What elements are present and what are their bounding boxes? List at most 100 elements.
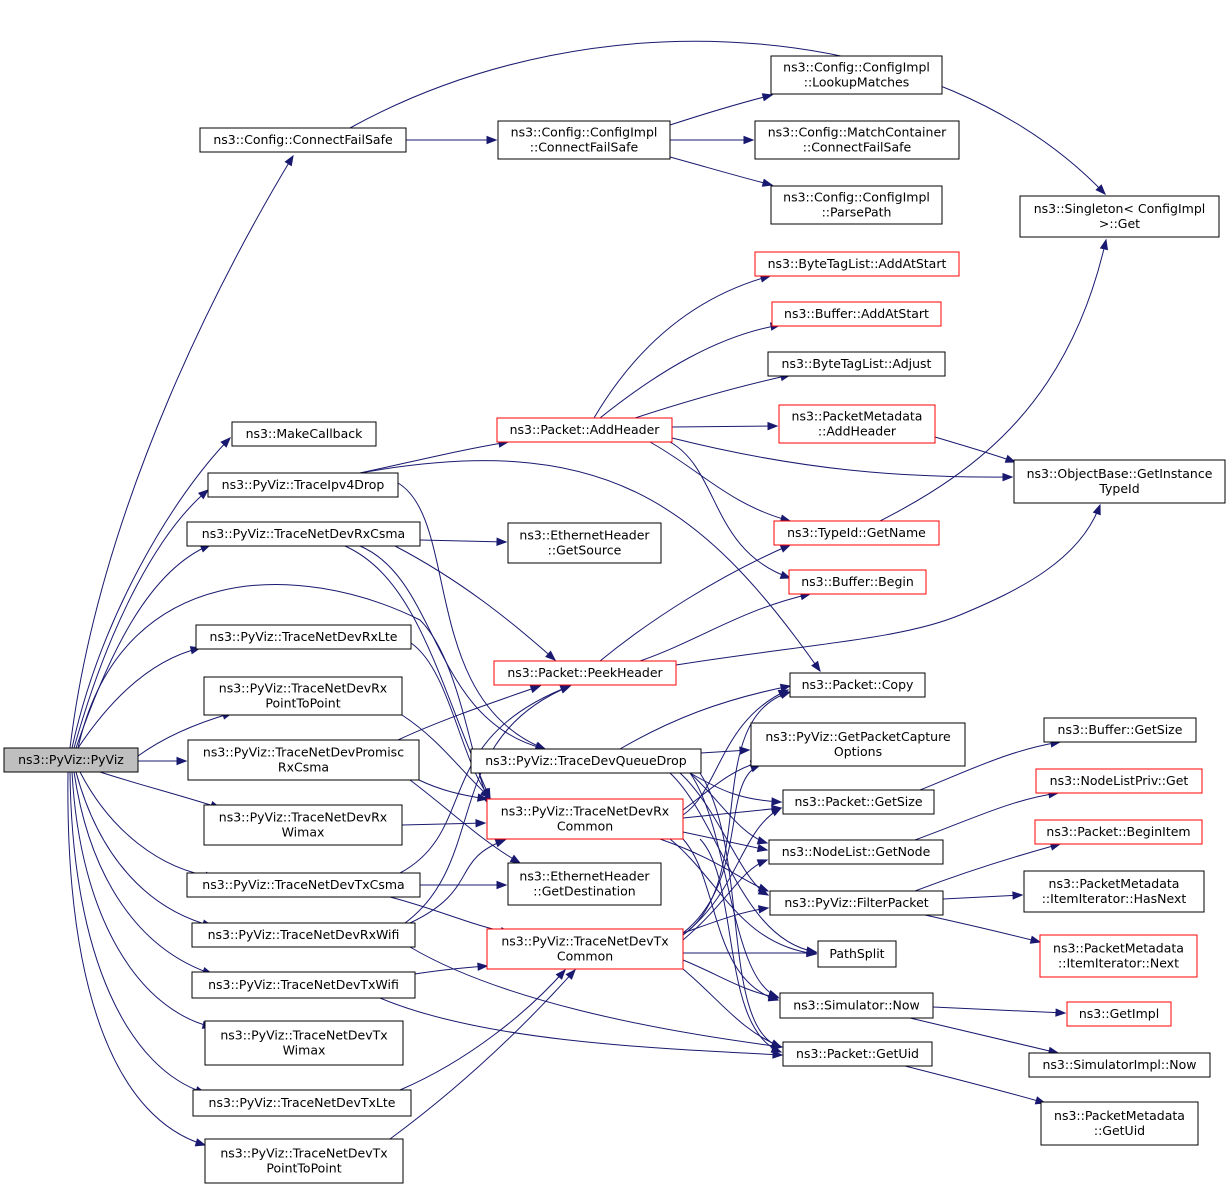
node-tracenetdevtxwifi[interactable]: ns3::PyViz::TraceNetDevTxWifi (191, 971, 416, 999)
node-packet_getsize[interactable]: ns3::Packet::GetSize (782, 789, 935, 815)
call-edge-tracenetdevpromiscrxcsma-to-packet_peekheader (397, 685, 542, 741)
node-tracedevqueuedrop[interactable]: ns3::PyViz::TraceDevQueueDrop (470, 748, 702, 774)
call-edge-packet_addheader-to-packetmetadata_addheader (671, 421, 779, 431)
node-packet_copy[interactable]: ns3::Packet::Copy (789, 672, 926, 698)
node-traceipv4drop[interactable]: ns3::PyViz::TraceIpv4Drop (207, 472, 399, 498)
node-nodelistpriv_get[interactable]: ns3::NodeListPriv::Get (1035, 768, 1203, 794)
call-edge-pyviz-to-tracenetdevtxcsma (79, 771, 217, 880)
edge-line (671, 425, 778, 428)
node-label-line: ns3::PyViz::TraceNetDevTx (220, 1146, 387, 1161)
node-box (1013, 459, 1226, 504)
node-singleton_get[interactable]: ns3::Singleton< ConfigImpl >::Get (1019, 195, 1220, 238)
node-simulatorimpl_now[interactable]: ns3::SimulatorImpl::Now (1028, 1052, 1211, 1078)
edge-line (69, 155, 294, 749)
edge-line (942, 894, 1023, 900)
node-pathsplit[interactable]: PathSplit (817, 940, 897, 968)
call-edge-connectfailsafe-to-singleton_get (349, 40, 1106, 196)
node-packet_peekheader[interactable]: ns3::Packet::PeekHeader (493, 660, 677, 686)
node-label-line: ns3::PyViz::TraceNetDevRx (219, 681, 387, 696)
node-configimpl_connectfailsafe[interactable]: ns3::Config::ConfigImpl::ConnectFailSafe (497, 120, 671, 160)
node-makecallback[interactable]: ns3::MakeCallback (231, 421, 377, 447)
call-edge-pyviz-to-tracenetdevrxlte (77, 646, 202, 749)
node-tracenetdevrxwifi[interactable]: ns3::PyViz::TraceNetDevRxWifi (191, 922, 416, 948)
node-buffer_begin[interactable]: ns3::Buffer::Begin (788, 569, 927, 595)
edge-line (394, 545, 556, 661)
node-label-line: PointToPoint (266, 1161, 341, 1176)
node-buffer_addatstart[interactable]: ns3::Buffer::AddAtStart (771, 301, 942, 327)
arrowhead-icon (486, 135, 498, 145)
node-box (782, 789, 935, 815)
node-box (191, 922, 416, 948)
node-label-line: TypeId (1098, 481, 1139, 496)
node-box (750, 722, 966, 767)
node-label-line: ::ParsePath (822, 205, 892, 220)
node-typeid_getname[interactable]: ns3::TypeId::GetName (773, 520, 940, 546)
node-tracenetdevrxlte[interactable]: ns3::PyViz::TraceNetDevRxLte (195, 624, 412, 650)
node-connectfailsafe[interactable]: ns3::Config::ConnectFailSafe (199, 127, 407, 153)
node-box (771, 301, 942, 327)
node-box (773, 520, 940, 546)
node-label-line: ns3::NodeListPriv::Get (1050, 773, 1189, 788)
node-packetmetadata_getuid[interactable]: ns3::PacketMetadata::GetUid (1040, 1101, 1199, 1146)
node-lookupmatches[interactable]: ns3::Config::ConfigImpl::LookupMatches (770, 55, 943, 95)
arrowhead-icon (480, 788, 492, 799)
node-label-line: ::GetSource (548, 543, 622, 558)
node-bytetaglist_adjust[interactable]: ns3::ByteTagList::Adjust (767, 351, 946, 377)
node-box (1028, 1052, 1211, 1078)
node-box (3, 747, 139, 773)
node-filterpacket[interactable]: ns3::PyViz::FilterPacket (769, 890, 944, 916)
node-label-line: ns3::PyViz::TraceNetDevRx (501, 804, 669, 819)
node-box (497, 120, 671, 160)
node-pyviz: ns3::PyViz::PyViz (3, 747, 139, 773)
node-box (782, 1041, 933, 1067)
node-label-line: Options (834, 744, 882, 759)
node-buffer_getsize[interactable]: ns3::Buffer::GetSize (1043, 717, 1197, 743)
node-packetmetadata_addheader[interactable]: ns3::PacketMetadata::AddHeader (778, 404, 936, 444)
node-box (1035, 768, 1203, 794)
node-tracenetdevtxcsma[interactable]: ns3::PyViz::TraceNetDevTxCsma (186, 872, 421, 898)
node-bytetaglist_addatstart[interactable]: ns3::ByteTagList::AddAtStart (754, 251, 960, 277)
node-label-line: ns3::Packet::AddHeader (510, 422, 661, 437)
node-ethernetheader_getsource[interactable]: ns3::EthernetHeader::GetSource (507, 522, 662, 564)
arrowhead-icon (176, 756, 188, 766)
arrowhead-icon (496, 537, 508, 547)
call-edge-tracenetdevrxwifi-to-packet_peekheader (404, 685, 572, 924)
node-label-line: ns3::GetImpl (1079, 1006, 1159, 1021)
node-tracenetdevtxlte[interactable]: ns3::PyViz::TraceNetDevTxLte (192, 1089, 412, 1117)
edge-line (397, 685, 541, 741)
node-packetmetadata_hasnext[interactable]: ns3::PacketMetadata::ItemIterator::HasNe… (1023, 870, 1205, 913)
node-label-line: ns3::Config::ConfigImpl (783, 60, 930, 75)
node-box (754, 251, 960, 277)
node-label-line: ns3::EthernetHeader (519, 869, 650, 884)
node-packetmetadata_next[interactable]: ns3::PacketMetadata::ItemIterator::Next (1039, 934, 1198, 978)
node-nodelist_getnode[interactable]: ns3::NodeList::GetNode (768, 839, 944, 865)
node-simulator_now[interactable]: ns3::Simulator::Now (779, 992, 934, 1019)
node-parsepath[interactable]: ns3::Config::ConfigImpl::ParsePath (770, 185, 943, 225)
edge-line (410, 642, 491, 799)
node-box (767, 351, 946, 377)
edge-line (401, 822, 486, 826)
node-ethernetheader_getdestination[interactable]: ns3::EthernetHeader::GetDestination (507, 862, 662, 906)
node-getimpl[interactable]: ns3::GetImpl (1066, 1001, 1172, 1027)
node-box (486, 928, 684, 970)
node-packet_addheader[interactable]: ns3::Packet::AddHeader (496, 417, 673, 443)
node-tracenetdevrxcsma[interactable]: ns3::PyViz::TraceNetDevRxCsma (186, 521, 421, 547)
node-label-line: ns3::Buffer::Begin (801, 574, 914, 589)
call-edge-pyviz-to-tracenetdevpromiscrxcsma (138, 756, 188, 766)
node-box (770, 185, 943, 225)
node-label-line: PathSplit (829, 946, 884, 961)
node-packet_getuid[interactable]: ns3::Packet::GetUid (782, 1041, 933, 1067)
edge-line (649, 441, 791, 522)
node-matchcontainer_connectfailsafe[interactable]: ns3::Config::MatchContainer::ConnectFail… (754, 120, 960, 160)
node-packet_beginitem[interactable]: ns3::Packet::BeginItem (1034, 819, 1203, 845)
arrowhead-icon (761, 178, 774, 187)
